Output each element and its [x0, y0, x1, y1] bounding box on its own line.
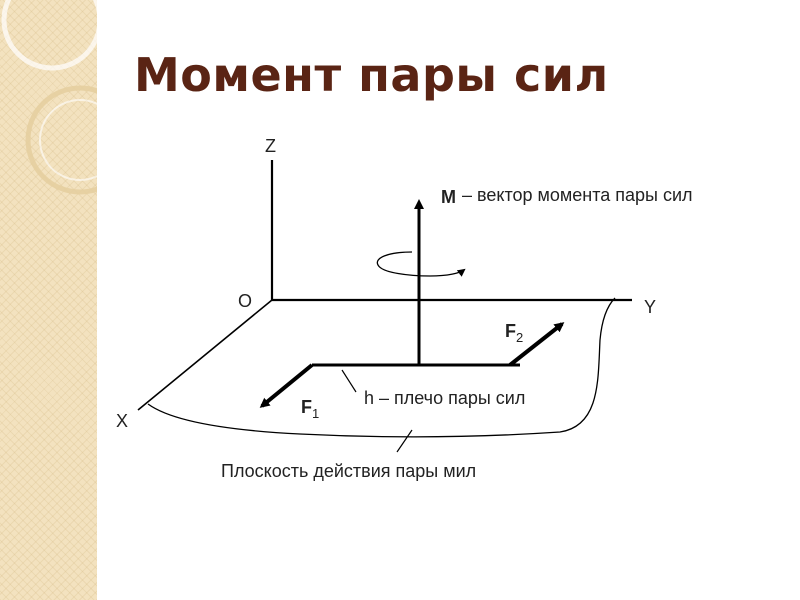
force1-symbol: F: [301, 397, 312, 417]
plane-caption: Плоскость действия пары мил: [221, 461, 476, 481]
force-f1-arrow: [259, 363, 314, 408]
page-title: Момент пары сил: [134, 48, 609, 102]
y-axis-label: Y: [644, 297, 656, 317]
force1-subscript: 1: [312, 406, 319, 421]
force1-label: F1: [301, 397, 319, 421]
rotation-indicator-icon: [376, 251, 466, 277]
x-axis: [137, 299, 273, 411]
arm-leader: [341, 369, 357, 393]
plane-leader: [396, 429, 413, 453]
action-plane-outline: [147, 297, 616, 438]
force2-label: F2: [505, 321, 523, 345]
origin-label: O: [238, 291, 252, 311]
force2-symbol: F: [505, 321, 516, 341]
arm-caption: h – плечо пары сил: [364, 388, 525, 408]
force-f2-arrow: [508, 322, 565, 367]
force2-subscript: 2: [516, 330, 523, 345]
decorative-side-strip: [0, 0, 97, 600]
z-axis-label: Z: [265, 136, 276, 156]
moment-symbol: M: [441, 187, 456, 207]
decorative-rings: [1, 0, 97, 195]
moment-caption: – вектор момента пары сил: [462, 185, 693, 205]
x-axis-label: X: [116, 411, 128, 431]
